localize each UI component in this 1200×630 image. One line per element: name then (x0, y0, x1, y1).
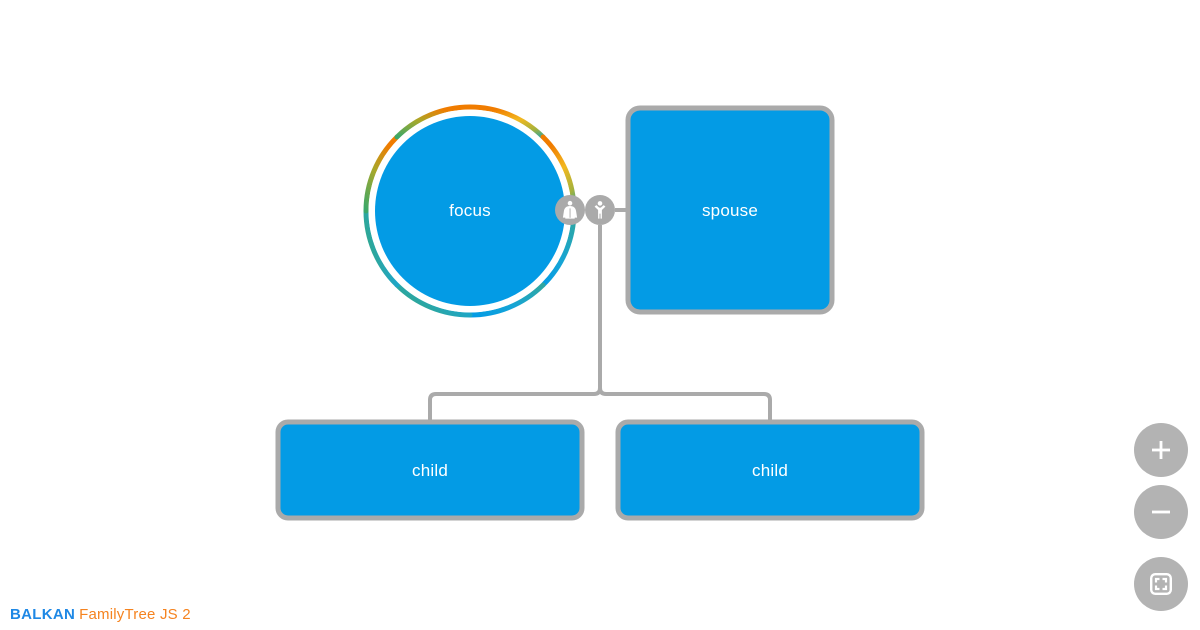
partner-icon-female[interactable] (555, 195, 585, 225)
node-child-2[interactable] (615, 419, 925, 521)
fit-to-screen-icon (1150, 573, 1173, 596)
partner-icon-male[interactable] (585, 195, 615, 225)
node-child-1[interactable] (275, 419, 585, 521)
node-child-2-hitarea[interactable] (618, 422, 922, 518)
node-child-1-shape[interactable] (275, 419, 585, 521)
link-to-child-1 (428, 387, 602, 422)
link-to-child-2 (598, 387, 772, 422)
fit-to-screen-button[interactable] (1134, 557, 1188, 611)
zoom-out-button[interactable] (1134, 485, 1188, 539)
node-focus-shape[interactable] (375, 116, 565, 306)
male-figure-icon (594, 201, 606, 219)
female-figure-icon (562, 200, 578, 219)
watermark-brand: BALKAN (10, 606, 76, 623)
link-group (428, 208, 772, 422)
node-focus-hitarea[interactable] (375, 116, 565, 306)
zoom-in-button[interactable] (1134, 423, 1188, 477)
plus-icon (1152, 441, 1170, 459)
node-child-1-hitarea[interactable] (278, 422, 582, 518)
watermark-product: FamilyTree JS 2 (79, 606, 191, 623)
node-spouse-shape[interactable] (625, 105, 835, 315)
minus-icon (1152, 510, 1170, 514)
node-focus[interactable] (363, 104, 577, 318)
node-spouse[interactable] (625, 105, 835, 315)
node-child-2-shape[interactable] (615, 419, 925, 521)
node-spouse-hitarea[interactable] (628, 108, 832, 312)
view-controls (1134, 423, 1188, 611)
